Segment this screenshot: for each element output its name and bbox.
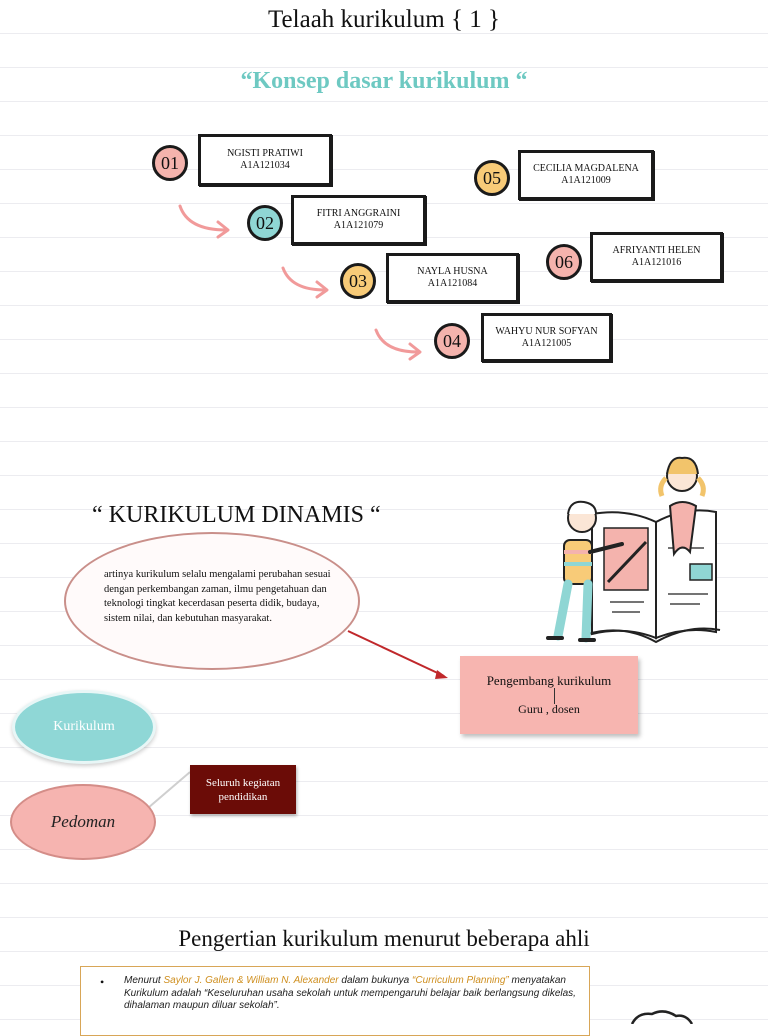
quote-text-part: dalam bukunya	[338, 975, 413, 986]
description-ellipse	[64, 532, 360, 670]
pengembang-title: Pengembang kurikulum	[486, 673, 612, 688]
member-card: NGISTI PRATIWI A1A121034	[198, 134, 332, 186]
member-number-badge: 06	[546, 244, 582, 280]
connector-line	[554, 688, 555, 704]
kurikulum-label: Kurikulum	[53, 719, 115, 734]
red-arrow-icon	[347, 630, 448, 679]
member-card: CECILIA MAGDALENA A1A121009	[518, 150, 654, 200]
member-number-badge: 05	[474, 160, 510, 196]
member-number-badge: 04	[434, 323, 470, 359]
quote-authors: Saylor J. Gallen & William N. Alexander	[163, 975, 339, 986]
member-card: NAYLA HUSNA A1A121084	[386, 253, 519, 303]
quote-text: Menurut Saylor J. Gallen & William N. Al…	[124, 975, 584, 1013]
member-card: WAHYU NUR SOFYAN A1A121005	[481, 313, 612, 362]
member-id: A1A121084	[427, 278, 478, 289]
curved-arrow-icon	[178, 204, 230, 239]
curved-arrow-icon	[281, 266, 329, 299]
member-name: NGISTI PRATIWI	[227, 148, 303, 159]
member-number-badge: 01	[152, 145, 188, 181]
member-name: FITRI ANGGRAINI	[316, 208, 401, 219]
pedoman-label: Pedoman	[50, 812, 116, 831]
member-id: A1A121034	[240, 160, 290, 171]
section-heading-pengertian: Pengertian kurikulum menurut beberapa ah…	[178, 926, 590, 951]
seluruh-kegiatan-box: Seluruh kegiatan pendidikan	[190, 765, 296, 814]
children-reading-illustration	[546, 456, 721, 644]
page-subtitle: “Konsep dasar kurikulum “	[240, 68, 528, 94]
page-title: Telaah kurikulum { 1 }	[268, 6, 500, 33]
quote-book-title: “Curriculum Planning”	[412, 975, 509, 986]
member-card: FITRI ANGGRAINI A1A121079	[291, 195, 426, 245]
quote-text-part: menyatakan Kurikulum adalah “Keseluruhan…	[124, 975, 576, 1011]
quote-text-part: Menurut	[124, 975, 164, 986]
member-id: A1A121005	[521, 337, 572, 349]
pengembang-subtitle: Guru , dosen	[518, 702, 580, 716]
seluruh-line-1: Seluruh kegiatan	[205, 776, 281, 789]
member-number-badge: 03	[340, 263, 376, 299]
member-number-badge: 02	[247, 205, 283, 241]
pedoman-oval: Pedoman	[10, 784, 156, 860]
connector-line	[147, 771, 191, 809]
member-card: AFRIYANTI HELEN A1A121016	[590, 232, 723, 282]
description-text: artinya kurikulum selalu mengalami perub…	[104, 569, 331, 624]
bullet-icon: •	[100, 975, 105, 989]
partial-doodle-icon	[630, 1010, 694, 1024]
seluruh-line-2: pendidikan	[218, 790, 268, 803]
section-heading-dinamis: “ KURIKULUM DINAMIS “	[92, 502, 381, 528]
member-name: NAYLA HUSNA	[417, 266, 488, 277]
member-name: WAHYU NUR SOFYAN	[495, 325, 598, 337]
curved-arrow-icon	[374, 328, 422, 361]
member-id: A1A121016	[631, 257, 682, 268]
member-id: A1A121079	[333, 220, 384, 231]
member-name: AFRIYANTI HELEN	[612, 245, 701, 256]
member-id: A1A121009	[561, 175, 611, 186]
kurikulum-oval: Kurikulum	[12, 690, 156, 764]
member-name: CECILIA MAGDALENA	[533, 163, 639, 174]
pengembang-box	[460, 656, 638, 734]
